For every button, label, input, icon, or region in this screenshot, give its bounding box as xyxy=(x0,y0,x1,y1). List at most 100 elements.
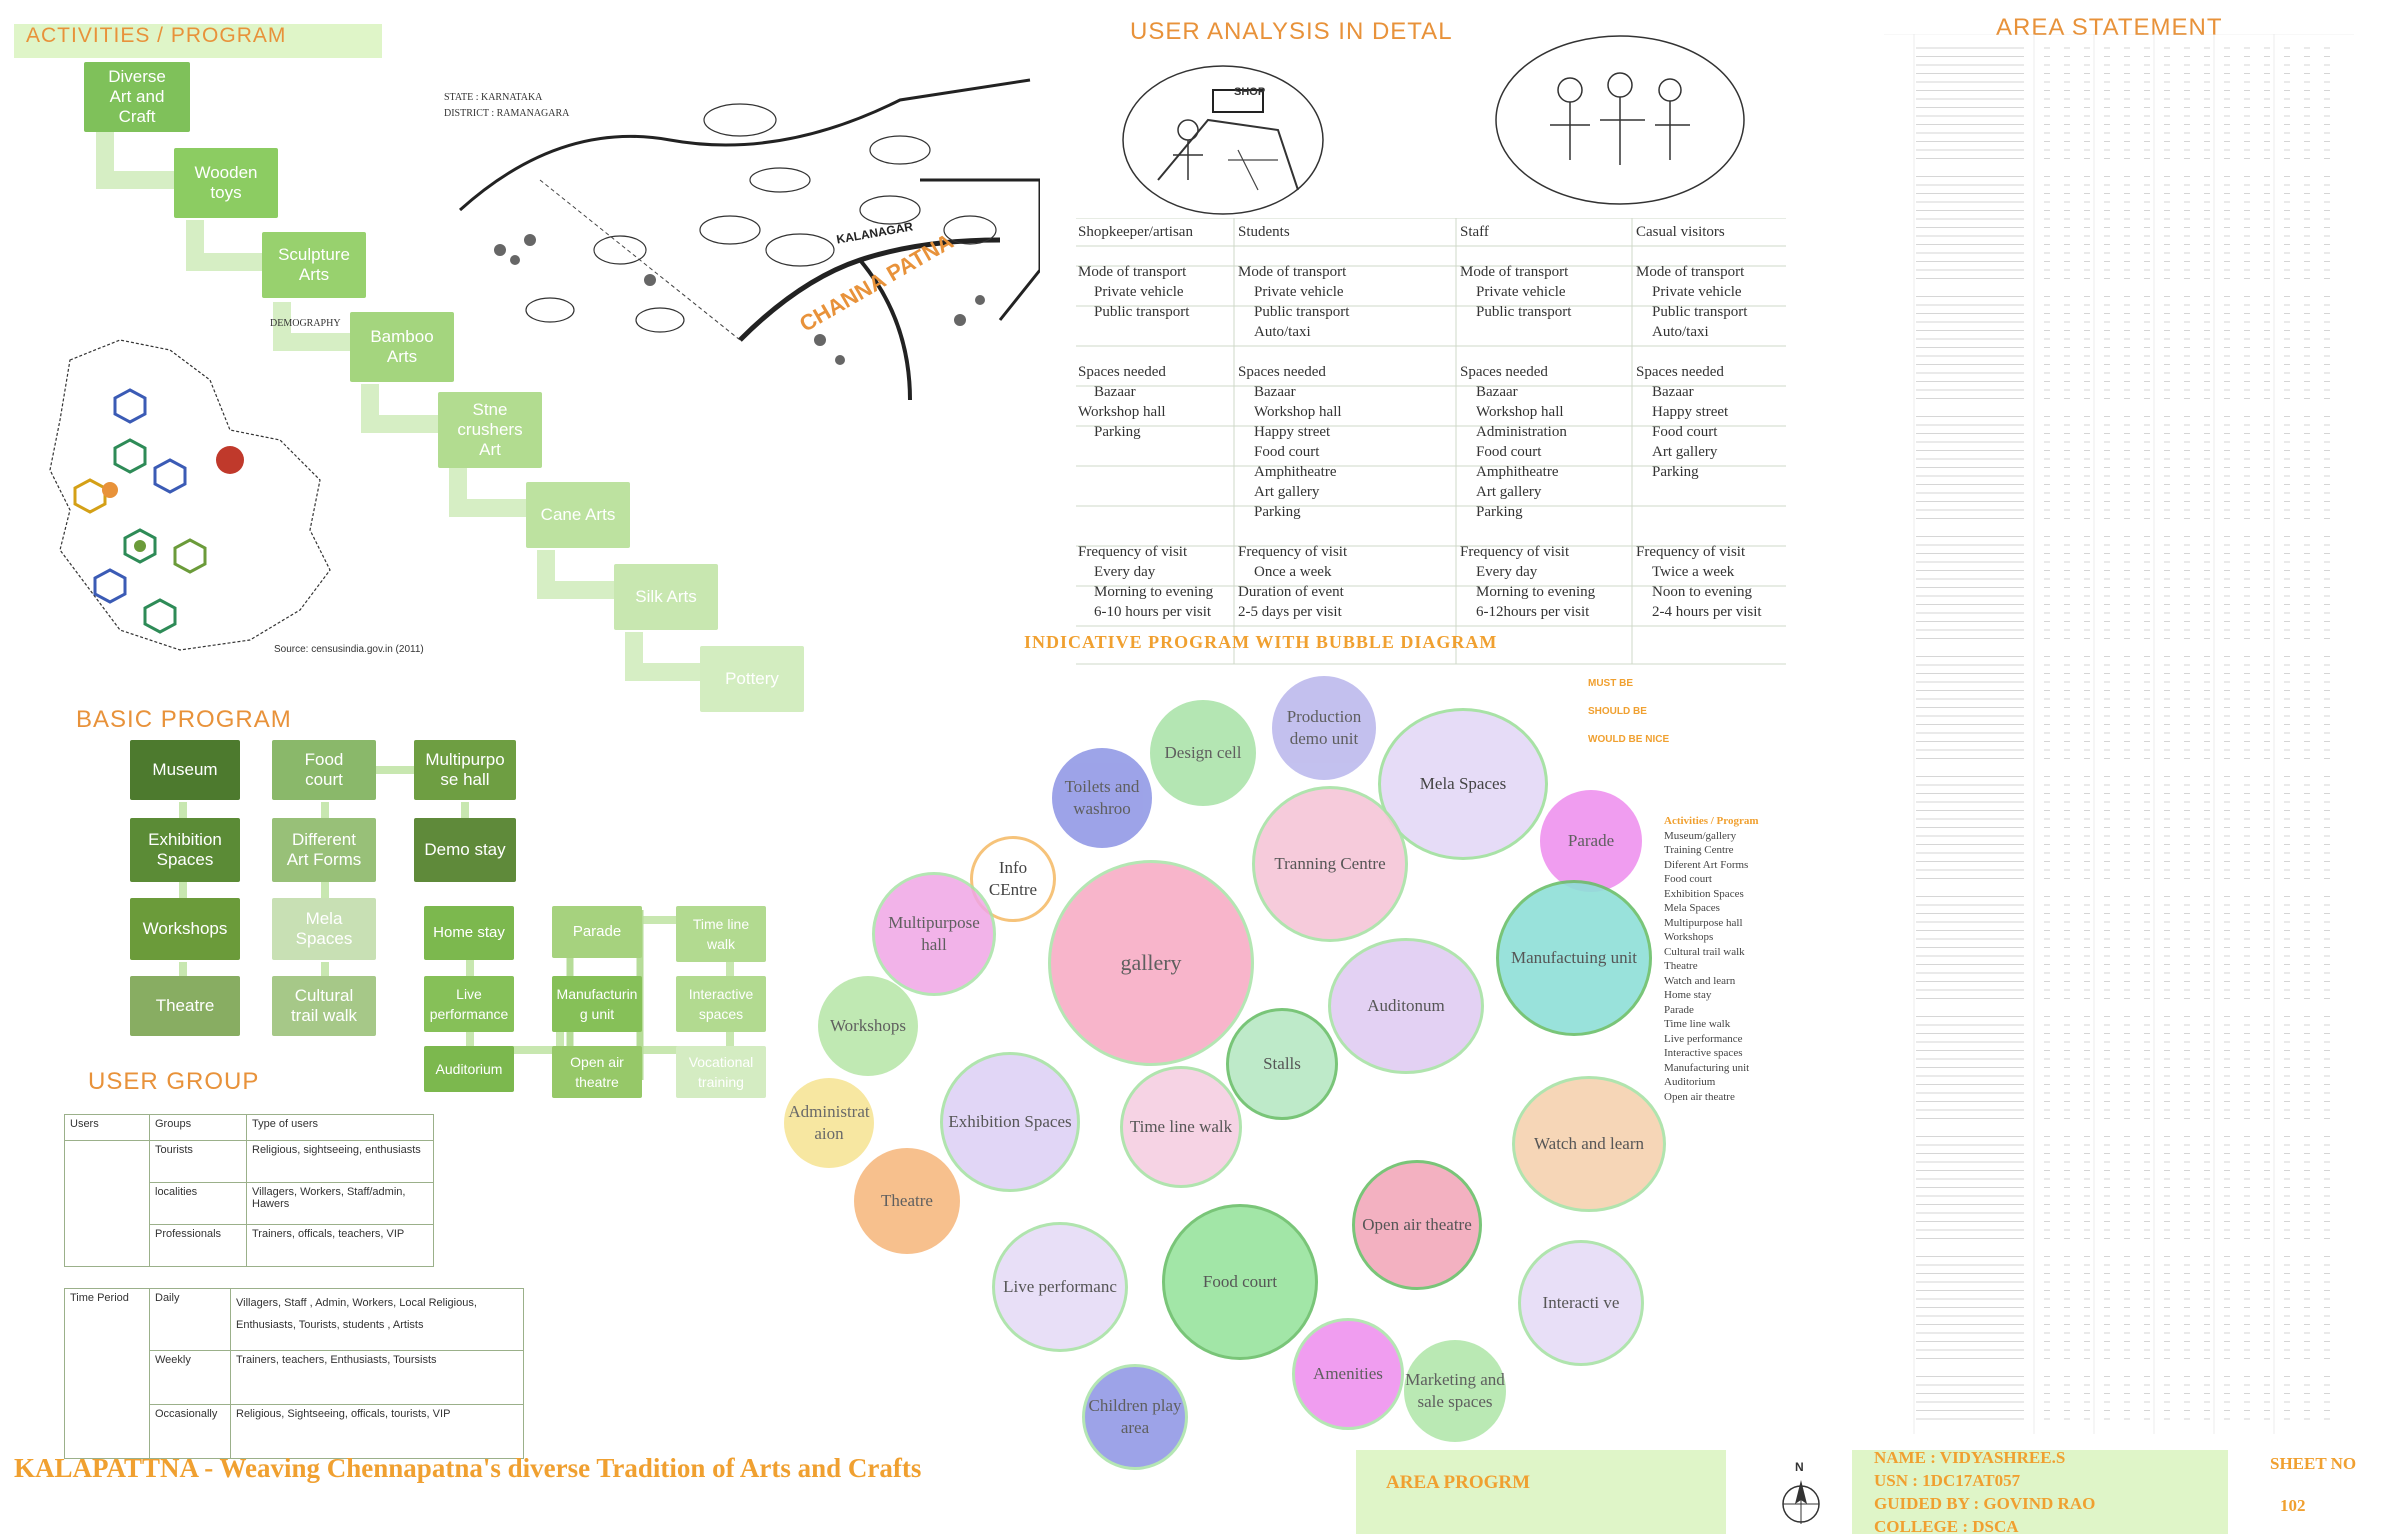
student-info-bar xyxy=(1852,1450,2228,1534)
college-name: COLLEGE : DSCA xyxy=(1874,1517,2019,1536)
bubble-watch-learn: Watch and learn xyxy=(1512,1076,1666,1212)
ug-cell: localities xyxy=(149,1182,247,1225)
bubble-time-line-walk: Time line walk xyxy=(1120,1066,1242,1188)
bubble-manufacturing: Manufactuing unit xyxy=(1496,880,1652,1036)
sheet-no-label: SHEET NO xyxy=(2270,1454,2357,1473)
project-title: KALAPATTNA - Weaving Chennapatna's diver… xyxy=(14,1453,922,1483)
bubble-auditorium: Auditonum xyxy=(1328,938,1484,1074)
tp-cell: Weekly xyxy=(149,1350,231,1405)
legend-item: Workshops xyxy=(1664,931,1714,943)
ua-sub-header: Spaces needed xyxy=(1460,364,1548,380)
program-box-live-performance: Live performance xyxy=(424,976,514,1032)
flow-box-wooden-toys: Wooden toys xyxy=(174,148,278,218)
legend-item: Exhibition Spaces xyxy=(1664,887,1744,900)
area-statement-table xyxy=(1884,34,2354,1434)
bubble-training-centre: Tranning Centre xyxy=(1252,786,1408,942)
ug-header-type: Type of users xyxy=(246,1114,434,1141)
sheet-title-bar xyxy=(1356,1450,1726,1534)
ua-item: Bazaar xyxy=(1254,384,1296,400)
ua-sub-header: Frequency of visit xyxy=(1636,544,1746,560)
bubble-key-should: SHOULD BE xyxy=(1588,706,1647,717)
ua-item: Art gallery xyxy=(1476,484,1542,500)
program-box-open-air: Open air theatre xyxy=(552,1046,642,1098)
program-box-demo-stay: Demo stay xyxy=(414,818,516,882)
ua-item: 2-4 hours per visit xyxy=(1652,604,1762,620)
bubble-multipurpose: Multipurpose hall xyxy=(872,872,996,996)
ua-item: Private vehicle xyxy=(1094,284,1184,300)
ua-header: Staff xyxy=(1460,224,1489,240)
basic-program-title: BASIC PROGRAM xyxy=(76,706,292,733)
program-box-interactive: Interactive spaces xyxy=(676,976,766,1032)
ua-item: Food court xyxy=(1476,444,1542,460)
program-box-home-stay: Home stay xyxy=(424,906,514,960)
legend-item: Watch and learn xyxy=(1664,974,1736,987)
ua-sub-header: Spaces needed xyxy=(1636,364,1724,380)
ua-item: Art gallery xyxy=(1254,484,1320,500)
ua-item: Noon to evening xyxy=(1652,584,1752,600)
ua-item: Twice a week xyxy=(1652,564,1735,580)
guide-name: GUIDED BY : GOVIND RAO xyxy=(1874,1494,2096,1513)
ua-header: Students xyxy=(1238,224,1290,240)
bubble-theatre: Theatre xyxy=(854,1148,960,1254)
ua-item: Workshop hall xyxy=(1476,404,1564,420)
ug-cell xyxy=(64,1140,150,1183)
flow-box-cane: Cane Arts xyxy=(526,482,630,548)
program-box-cultural-trail: Cultural trail walk xyxy=(272,976,376,1036)
flow-box-bamboo: Bamboo Arts xyxy=(350,312,454,382)
tp-cell: Religious, Sightseeing, officals, touris… xyxy=(230,1404,524,1459)
ug-header-groups: Groups xyxy=(149,1114,247,1141)
bubble-diagram-title: INDICATIVE PROGRAM WITH BUBBLE DIAGRAM xyxy=(1024,632,1498,652)
flow-box-pottery: Pottery xyxy=(700,646,804,712)
legend-item: Live performance xyxy=(1664,1032,1743,1045)
ua-item: Happy street xyxy=(1652,404,1729,420)
ua-sub-header: Frequency of visit xyxy=(1460,544,1570,560)
sheet-title: AREA PROGRM xyxy=(1386,1472,1531,1493)
legend-item: Mela Spaces xyxy=(1664,902,1720,914)
ug-cell: Trainers, officals, teachers, VIP xyxy=(246,1224,434,1267)
bubble-parade: Parade xyxy=(1540,790,1642,892)
ua-item: Parking xyxy=(1094,424,1141,440)
bubble-gallery: gallery xyxy=(1048,860,1254,1066)
ua-column-students: Students Mode of transport Private vehic… xyxy=(1238,222,1458,622)
ug-cell: Tourists xyxy=(149,1140,247,1183)
tp-cell: Trainers, teachers, Enthusiasts, Toursis… xyxy=(230,1350,524,1405)
ua-item: Food court xyxy=(1652,424,1718,440)
ua-sub-header: Mode of transport xyxy=(1460,264,1569,280)
ua-item: Administration xyxy=(1476,424,1567,440)
ua-item: Parking xyxy=(1476,504,1523,520)
ug-cell xyxy=(64,1224,150,1267)
ua-sub-header: Spaces needed xyxy=(1238,364,1326,380)
ua-item: 6-10 hours per visit xyxy=(1094,604,1212,620)
ua-item: Workshop hall xyxy=(1254,404,1342,420)
shop-sketch-label: SHOP xyxy=(1234,86,1266,98)
ua-item: Amphitheatre xyxy=(1476,464,1559,480)
program-box-time-line: Time line walk xyxy=(676,906,766,962)
ua-item: Bazaar xyxy=(1094,384,1136,400)
flow-box-sculpture: Sculpture Arts xyxy=(262,232,366,298)
ua-item: Every day xyxy=(1094,564,1156,580)
ua-column-casual: Casual visitors Mode of transport Privat… xyxy=(1636,222,1786,622)
ua-column-shopkeeper: Shopkeeper/artisan Mode of transport Pri… xyxy=(1078,222,1238,622)
legend-item: Multipurpose hall xyxy=(1664,916,1743,929)
area-statement-title: AREA STATEMENT xyxy=(1996,14,2223,41)
ug-cell: Religious, sightseeing, enthusiasts xyxy=(246,1140,434,1183)
legend-item: Cultural trail walk xyxy=(1664,945,1745,958)
legend-item: Training Centre xyxy=(1664,844,1734,856)
ua-item: Morning to evening xyxy=(1476,584,1596,600)
student-name: NAME : VIDYASHREE.S xyxy=(1874,1448,2066,1467)
legend-item: Parade xyxy=(1664,1003,1694,1016)
ua-header: Shopkeeper/artisan xyxy=(1078,224,1193,240)
ua-sub-header: Frequency of visit xyxy=(1078,544,1188,560)
activities-flow-connectors xyxy=(96,130,702,681)
program-box-auditorium: Auditorium xyxy=(424,1046,514,1092)
ua-item: 2-5 days per visit xyxy=(1238,604,1342,620)
ua-item: Art gallery xyxy=(1652,444,1718,460)
bubble-production-demo: Production demo unit xyxy=(1272,676,1376,780)
north-label: N xyxy=(1795,1460,1804,1474)
ua-item: Bazaar xyxy=(1476,384,1518,400)
ug-header-users: Users xyxy=(64,1114,150,1141)
program-box-museum: Museum xyxy=(130,740,240,800)
flow-box-silk: Silk Arts xyxy=(614,564,718,630)
ua-item: Private vehicle xyxy=(1652,284,1742,300)
ua-item: Duration of event xyxy=(1238,584,1344,600)
